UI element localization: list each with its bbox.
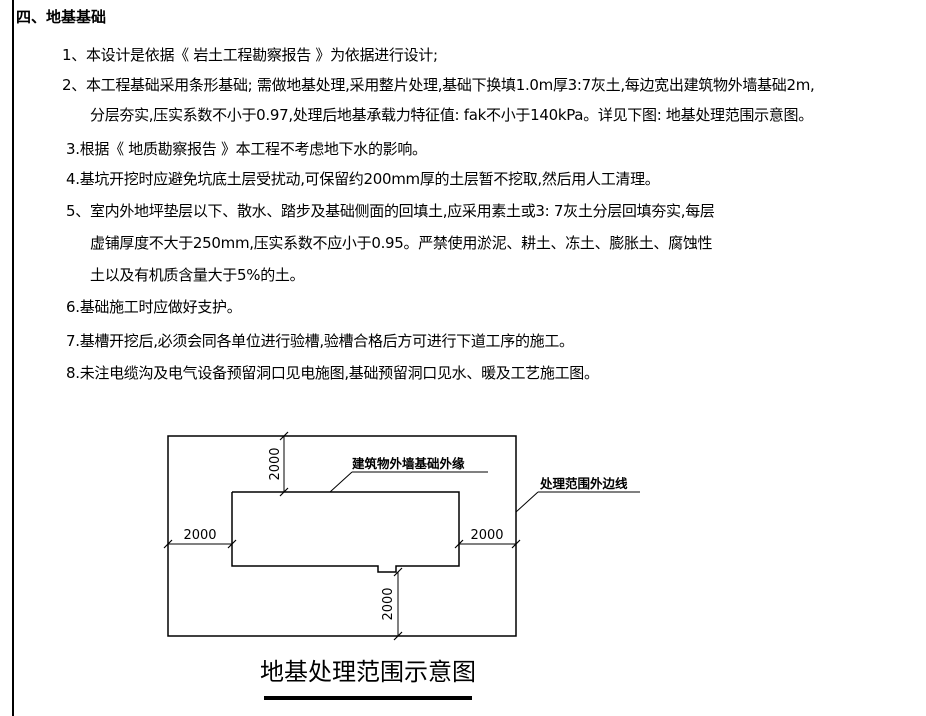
note-2-continued: 分层夯实,压实系数不小于0.97,处理后地基承载力特征值: fak不小于140k… [90, 106, 813, 124]
section-heading: 四、地基基础 [16, 8, 107, 26]
note-2: 2、本工程基础采用条形基础; 需做地基处理,采用整片处理,基础下换填1.0m厚3… [62, 76, 815, 94]
note-5-continued-1: 虚铺厚度不大于250mm,压实系数不应小于0.95。严禁使用淤泥、耕土、冻土、膨… [90, 234, 713, 252]
dim-label-bottom: 2000 [381, 587, 396, 620]
leader-line-inner [329, 471, 353, 493]
dim-ticks-bottom [393, 567, 403, 641]
note-4: 4.基坑开挖时应避免坑底土层受扰动,可保留约200mm厚的土层暂不挖取,然后用人… [66, 170, 660, 188]
note-6: 6.基础施工时应做好支护。 [66, 298, 242, 316]
dim-ticks-left [163, 539, 237, 549]
dim-label-right: 2000 [470, 528, 503, 543]
dim-label-top: 2000 [268, 447, 283, 480]
note-5: 5、室内外地坪垫层以下、散水、踏步及基础侧面的回填土,应采用素土或3: 7灰土分… [66, 202, 715, 220]
note-1: 1、本设计是依据《 岩土工程勘察报告 》为依据进行设计; [62, 46, 438, 64]
note-3: 3.根据《 地质勘察报告 》本工程不考虑地下水的影响。 [66, 140, 427, 158]
treatment-outer-boundary [167, 435, 517, 637]
note-8: 8.未注电缆沟及电气设备预留洞口见电施图,基础预留洞口见水、暖及工艺施工图。 [66, 364, 599, 382]
dim-ticks-right [454, 539, 521, 549]
note-5-continued-2: 土以及有机质含量大于5%的土。 [90, 266, 305, 284]
building-foundation-outline [231, 491, 460, 573]
dim-label-left: 2000 [183, 528, 216, 543]
label-treatment-outer-line: 处理范围外边线 [539, 476, 628, 491]
left-border-line [12, 0, 14, 716]
note-7: 7.基槽开挖后,必须会同各单位进行验槽,验槽合格后方可进行下道工序的施工。 [66, 332, 574, 350]
dim-ticks-top [279, 431, 289, 497]
leader-line-outer [515, 491, 539, 513]
label-building-foundation-edge: 建筑物外墙基础外缘 [352, 456, 465, 471]
diagram-title: 地基处理范围示意图 [260, 658, 476, 686]
